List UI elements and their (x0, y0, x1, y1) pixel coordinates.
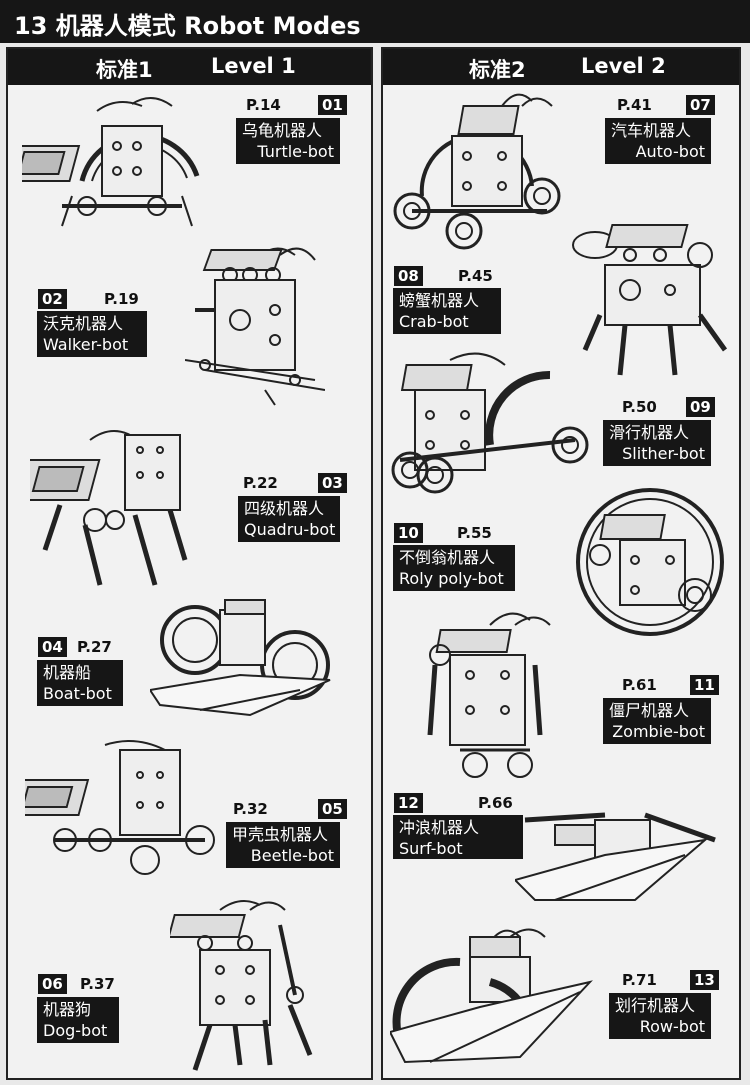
beetle-bot-number: 05 (318, 799, 347, 819)
dog-bot-number: 06 (38, 974, 67, 994)
zombie-bot-label: 僵尸机器人 Zombie-bot (603, 698, 711, 744)
dog-bot-label: 机器狗 Dog-bot (37, 997, 119, 1043)
level-2-title-cn: 标准2 (469, 58, 526, 82)
zombie-bot-number: 11 (690, 675, 719, 695)
auto-bot-number: 07 (686, 95, 715, 115)
quadru-bot-name-en: Quadru-bot (244, 520, 336, 539)
boat-bot-illustration (150, 590, 345, 730)
row-bot-name-cn: 划行机器人 (615, 996, 696, 1015)
slither-bot-name-en: Slither-bot (622, 444, 705, 463)
dog-bot-illustration (170, 895, 320, 1075)
crab-bot-name-en: Crab-bot (399, 312, 469, 331)
level-1-title-en: Level 1 (211, 54, 296, 78)
turtle-bot-label: 乌龟机器人 Turtle-bot (236, 118, 340, 164)
auto-bot-label: 汽车机器人 Auto-bot (605, 118, 711, 164)
boat-bot-label: 机器船 Boat-bot (37, 660, 123, 706)
boat-bot-name-cn: 机器船 (43, 663, 92, 682)
row-bot-name-en: Row-bot (639, 1017, 705, 1036)
quadru-bot-name-cn: 四级机器人 (244, 499, 325, 518)
walker-bot-label: 沃克机器人 Walker-bot (37, 311, 147, 357)
level-1-title-cn: 标准1 (96, 58, 153, 82)
row-bot-label: 划行机器人 Row-bot (609, 993, 711, 1039)
walker-bot-illustration (185, 240, 325, 410)
level-1-header: 标准1 Level 1 (8, 49, 371, 85)
roly-poly-bot-illustration (565, 485, 735, 640)
auto-bot-name-cn: 汽车机器人 (611, 121, 692, 140)
walker-bot-number: 02 (38, 289, 67, 309)
auto-bot-illustration (392, 86, 567, 256)
beetle-bot-name-en: Beetle-bot (250, 846, 334, 865)
beetle-bot-page: P.32 (233, 800, 268, 818)
row-bot-number: 13 (690, 970, 719, 990)
quadru-bot-number: 03 (318, 473, 347, 493)
auto-bot-name-en: Auto-bot (635, 142, 705, 161)
walker-bot-name-cn: 沃克机器人 (43, 314, 124, 333)
page-title: 13 机器人模式 Robot Modes (14, 12, 361, 40)
zombie-bot-illustration (420, 605, 555, 785)
turtle-bot-page: P.14 (246, 96, 281, 114)
boat-bot-page: P.27 (77, 638, 112, 656)
page-header: 13 机器人模式 Robot Modes (0, 0, 750, 43)
boat-bot-number: 04 (38, 637, 67, 657)
crab-bot-label: 螃蟹机器人 Crab-bot (393, 288, 501, 334)
row-bot-page: P.71 (622, 971, 657, 989)
walker-bot-page: P.19 (104, 290, 139, 308)
surf-bot-name-cn: 冲浪机器人 (399, 818, 480, 837)
roly-poly-bot-page: P.55 (457, 524, 492, 542)
dog-bot-name-cn: 机器狗 (43, 1000, 92, 1019)
dog-bot-page: P.37 (80, 975, 115, 993)
turtle-bot-name-cn: 乌龟机器人 (242, 121, 323, 140)
quadru-bot-label: 四级机器人 Quadru-bot (238, 496, 340, 542)
slither-bot-illustration (390, 345, 590, 500)
roly-poly-bot-number: 10 (394, 523, 423, 543)
crab-bot-illustration (570, 215, 735, 380)
slither-bot-page: P.50 (622, 398, 657, 416)
beetle-bot-illustration (25, 735, 220, 885)
turtle-bot-name-en: Turtle-bot (257, 142, 334, 161)
surf-bot-page: P.66 (478, 794, 513, 812)
auto-bot-page: P.41 (617, 96, 652, 114)
boat-bot-name-en: Boat-bot (43, 684, 112, 703)
roly-poly-bot-label: 不倒翁机器人 Roly poly-bot (393, 545, 515, 591)
surf-bot-name-en: Surf-bot (399, 839, 463, 858)
turtle-bot-illustration (22, 86, 212, 236)
slither-bot-name-cn: 滑行机器人 (609, 423, 690, 442)
zombie-bot-page: P.61 (622, 676, 657, 694)
zombie-bot-name-cn: 僵尸机器人 (609, 701, 690, 720)
zombie-bot-name-en: Zombie-bot (612, 722, 705, 741)
slither-bot-label: 滑行机器人 Slither-bot (603, 420, 711, 466)
beetle-bot-name-cn: 甲壳虫机器人 (232, 825, 329, 844)
level-2-title-en: Level 2 (581, 54, 666, 78)
quadru-bot-page: P.22 (243, 474, 278, 492)
crab-bot-page: P.45 (458, 267, 493, 285)
roly-poly-bot-name-cn: 不倒翁机器人 (399, 548, 496, 567)
crab-bot-number: 08 (394, 266, 423, 286)
walker-bot-name-en: Walker-bot (43, 335, 129, 354)
surf-bot-number: 12 (394, 793, 423, 813)
row-bot-illustration (390, 922, 595, 1067)
surf-bot-label: 冲浪机器人 Surf-bot (393, 815, 523, 859)
crab-bot-name-cn: 螃蟹机器人 (399, 291, 480, 310)
level-2-header: 标准2 Level 2 (383, 49, 739, 85)
beetle-bot-label: 甲壳虫机器人 Beetle-bot (226, 822, 340, 868)
roly-poly-bot-name-en: Roly poly-bot (399, 569, 504, 588)
dog-bot-name-en: Dog-bot (43, 1021, 108, 1040)
slither-bot-number: 09 (686, 397, 715, 417)
surf-bot-illustration (515, 800, 725, 915)
turtle-bot-number: 01 (318, 95, 347, 115)
quadru-bot-illustration (30, 420, 195, 590)
